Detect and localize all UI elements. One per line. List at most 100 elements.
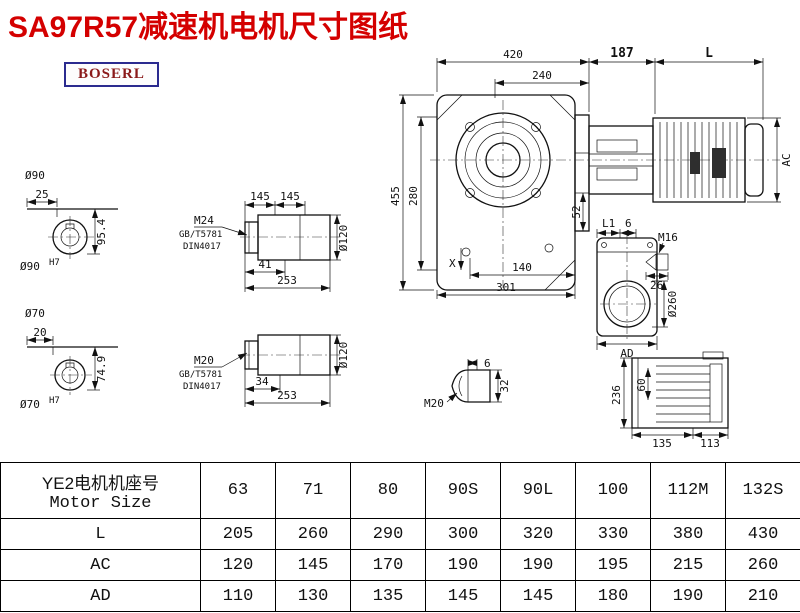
frame-size-132s: 132S [725, 462, 800, 519]
side-view: L1 6 M16 26 Ø260 AD [596, 217, 679, 360]
row-label-AC: AC [0, 549, 201, 581]
bore-tolerance-70: H7 [49, 396, 60, 406]
dim-dia260: Ø260 [666, 291, 679, 318]
shaft-view-a: Ø90 25 95.4 Ø90 H7 [20, 169, 118, 273]
cell-AD-6: 190 [650, 580, 726, 612]
shaft-view-b: Ø70 20 74.9 Ø70 H7 [20, 307, 118, 411]
dim-34: 34 [255, 375, 269, 388]
cell-AC-2: 170 [350, 549, 426, 581]
dim-41: 41 [258, 258, 271, 271]
std-gb-b: GB/T5781 [179, 370, 222, 380]
dim-236: 236 [610, 385, 623, 405]
shaft-detail-a: 145 145 Ø120 M24 GB/T5781 DIN4017 41 253 [179, 190, 350, 292]
table-row-AC: AC 120 145 170 190 190 195 215 260 [0, 549, 800, 581]
cell-AC-1: 145 [275, 549, 351, 581]
cell-L-3: 300 [425, 518, 501, 550]
cell-AD-5: 180 [575, 580, 651, 612]
cell-L-2: 290 [350, 518, 426, 550]
dim-20: 20 [33, 326, 46, 339]
motor-size-table: YE2电机机座号 Motor Size 63 71 80 90S 90L 100… [0, 462, 800, 612]
dim-140: 140 [512, 261, 532, 274]
dim-dia70: Ø70 [25, 307, 45, 320]
bore-tolerance-90: H7 [49, 258, 60, 268]
dim-280: 280 [407, 186, 420, 206]
junction-box [712, 148, 726, 178]
frame-size-100: 100 [575, 462, 651, 519]
dim-AD: AD [620, 347, 633, 360]
dim-301: 301 [496, 281, 516, 294]
cell-AC-7: 260 [725, 549, 800, 581]
page-title: SA97R57减速机电机尺寸图纸 [8, 11, 409, 44]
dim-25: 25 [35, 188, 48, 201]
cell-AD-4: 145 [500, 580, 576, 612]
dim-6-side: 6 [625, 217, 632, 230]
cell-AC-5: 195 [575, 549, 651, 581]
cell-L-1: 260 [275, 518, 351, 550]
dim-187: 187 [610, 46, 633, 61]
thread-label-m16: M16 [658, 231, 678, 244]
cell-AD-3: 145 [425, 580, 501, 612]
shaft-detail-b: Ø120 M20 GB/T5781 DIN4017 34 253 [179, 334, 350, 407]
cell-AC-3: 190 [425, 549, 501, 581]
dim-52: 52 [570, 205, 583, 218]
row-label-L: L [0, 518, 201, 550]
technical-drawing: 420 240 187 L 455 280 52 [20, 46, 793, 450]
header-cn: YE2电机机座号 [41, 473, 160, 493]
dim-60: 60 [635, 378, 648, 391]
bore-label-70: Ø70 [20, 398, 40, 411]
std-gb-a: GB/T5781 [179, 230, 222, 240]
dim-dia90: Ø90 [25, 169, 45, 182]
cell-L-0: 205 [200, 518, 276, 550]
dim-253-a: 253 [277, 274, 297, 287]
cell-AC-0: 120 [200, 549, 276, 581]
frame-size-90l: 90L [500, 462, 576, 519]
main-view: 420 240 187 L 455 280 52 [389, 46, 793, 299]
thread-label-m24: M24 [194, 214, 214, 227]
dim-240: 240 [532, 69, 552, 82]
table-row-AD: AD 110 130 135 145 145 180 190 210 [0, 580, 800, 612]
dim-145-1: 145 [250, 190, 270, 203]
cell-L-6: 380 [650, 518, 726, 550]
m20-plug-detail: 6 32 M20 [424, 357, 511, 410]
cell-L-5: 330 [575, 518, 651, 550]
table-header-row: YE2电机机座号 Motor Size 63 71 80 90S 90L 100… [0, 462, 800, 519]
frame-size-112m: 112M [650, 462, 726, 519]
frame-size-90s: 90S [425, 462, 501, 519]
cell-AD-7: 210 [725, 580, 800, 612]
cell-L-4: 320 [500, 518, 576, 550]
terminal-box [690, 152, 700, 174]
dim-455: 455 [389, 186, 402, 206]
dim-32: 32 [498, 379, 511, 392]
cell-AD-1: 130 [275, 580, 351, 612]
frame-size-71: 71 [275, 462, 351, 519]
cell-L-7: 430 [725, 518, 800, 550]
label-X: X [449, 257, 456, 270]
dim-L1: L1 [602, 217, 615, 230]
row-label-AD: AD [0, 580, 201, 612]
cell-AC-4: 190 [500, 549, 576, 581]
motor-size-header: YE2电机机座号 Motor Size [0, 462, 201, 519]
frame-size-63: 63 [200, 462, 276, 519]
dim-dia120-b: Ø120 [337, 342, 350, 369]
table-row-L: L 205 260 290 300 320 330 380 430 [0, 518, 800, 550]
dim-145-2: 145 [280, 190, 300, 203]
thread-label-m20: M20 [194, 354, 214, 367]
boserl-logo: BOSERL [64, 62, 159, 87]
cell-AC-6: 215 [650, 549, 726, 581]
dim-135: 135 [652, 437, 672, 450]
dim-L: L [705, 46, 713, 61]
dim-113: 113 [700, 437, 720, 450]
bore-label-90: Ø90 [20, 260, 40, 273]
frame-size-80: 80 [350, 462, 426, 519]
dim-420: 420 [503, 48, 523, 61]
std-din-a: DIN4017 [183, 242, 221, 252]
dim-95-4: 95.4 [95, 218, 108, 245]
dim-AC: AC [780, 153, 793, 166]
std-din-b: DIN4017 [183, 382, 221, 392]
dim-26: 26 [650, 279, 663, 292]
dim-dia120-a: Ø120 [337, 225, 350, 252]
cell-AD-0: 110 [200, 580, 276, 612]
thread-label-m20-plug: M20 [424, 397, 444, 410]
cell-AD-2: 135 [350, 580, 426, 612]
